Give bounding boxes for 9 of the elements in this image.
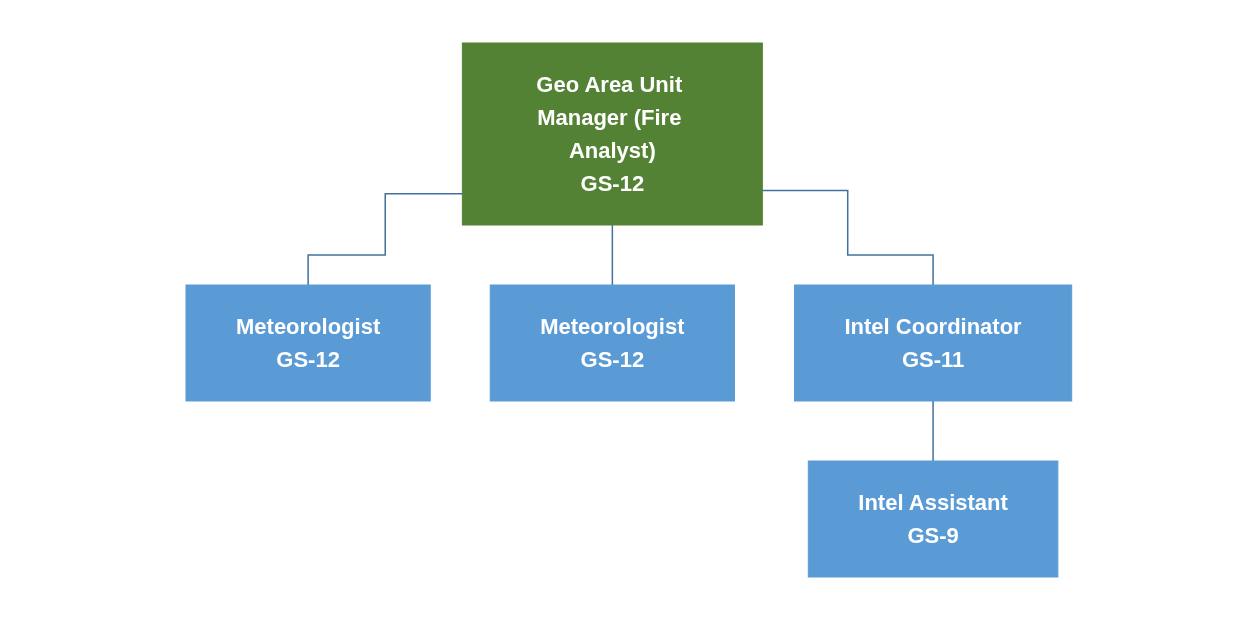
connector — [932, 399, 934, 462]
connector — [761, 189, 934, 286]
node-box: Meteorologist GS-12 — [185, 284, 431, 401]
node-box: Intel Assistant GS-9 — [807, 460, 1059, 577]
connector — [611, 223, 614, 286]
node-box: Intel Coordinator GS-11 — [794, 284, 1073, 401]
node-box: Geo Area Unit Manager (Fire Analyst) GS-12 — [462, 42, 763, 225]
node-box: Meteorologist GS-12 — [489, 284, 736, 401]
connector — [307, 192, 464, 286]
